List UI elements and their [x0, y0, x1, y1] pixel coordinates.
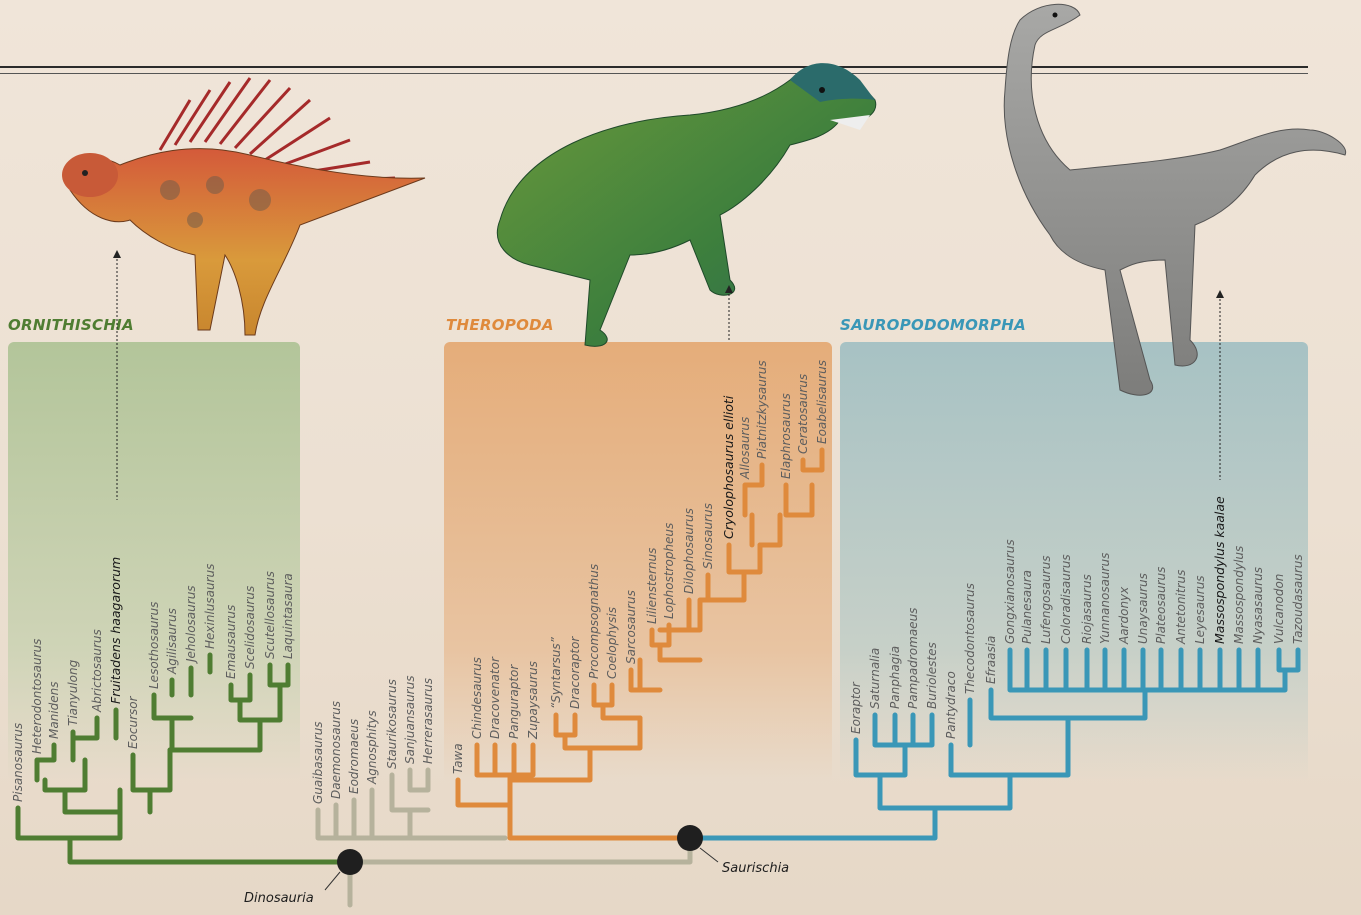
taxon-label: Jeholosaurus: [184, 585, 198, 664]
taxon-label: Sanjuansaurus: [403, 676, 417, 764]
taxon-label: Riojasaurus: [1080, 574, 1094, 644]
taxon-label: Tianyulong: [66, 659, 80, 726]
taxon-label: Antetonitrus: [1174, 570, 1188, 645]
taxon-label: Tawa: [451, 743, 465, 774]
branch: [392, 770, 428, 838]
taxon-label: Plateosaurus: [1154, 567, 1168, 644]
dinosauria-label: Dinosauria: [244, 891, 314, 906]
taxon-label: Pisanosaurus: [11, 723, 25, 802]
taxon-label: Daemonosaurus: [329, 701, 343, 799]
taxon-label: Dilophosaurus: [682, 508, 696, 594]
taxon-label: Eodromaeus: [347, 719, 361, 794]
taxon-label: Yunnanosaurus: [1098, 553, 1112, 644]
taxon-label: Thecodontosaurus: [963, 583, 977, 694]
taxon-label: Ceratosaurus: [796, 374, 810, 454]
taxon-label: Sinosaurus: [701, 503, 715, 569]
taxon-label: Aardonyx: [1117, 586, 1131, 645]
taxon-label: Coloradisaurus: [1059, 554, 1073, 644]
taxon-label: “Syntarsus”: [549, 636, 563, 709]
taxon-label: Hexinlusaurus: [203, 564, 217, 649]
branch: [458, 780, 510, 805]
taxon-label: Lufengosaurus: [1039, 556, 1053, 644]
taxon-label: Agilisaurus: [165, 608, 179, 675]
taxon-label: Laquintasaura: [281, 573, 295, 659]
branch: [350, 838, 690, 905]
branch: [133, 668, 191, 790]
taxon-label: Efraasia: [984, 636, 998, 684]
taxon-label: Procompsognathus: [587, 564, 601, 679]
taxon-label: Buriolestes: [925, 642, 939, 709]
taxon-label: Tazoudasaurus: [1291, 554, 1305, 644]
taxon-label: Zupaysaurus: [526, 661, 540, 740]
branch: [477, 745, 533, 805]
taxon-label: Fruitadens haagarorum: [108, 557, 123, 704]
taxon-label: Abrictosaurus: [90, 629, 104, 713]
branch: [1010, 650, 1298, 690]
taxon-label: Chindesaurus: [470, 657, 484, 739]
taxon-label: Piatnitzkysaurus: [755, 360, 769, 459]
taxon-label: Elaphrosaurus: [779, 393, 793, 479]
taxon-label: Nyasasaurus: [1251, 567, 1265, 644]
dinosauria-node: [337, 849, 363, 875]
branch: [70, 790, 350, 862]
taxon-label: Eoabelisaurus: [815, 360, 829, 444]
taxon-label: Pantydraco: [944, 671, 958, 739]
taxon-label: Massospondylus: [1232, 546, 1246, 644]
taxon-label: Unaysaurus: [1136, 573, 1150, 644]
branch: [856, 715, 932, 775]
taxon-label: Liliensternus: [645, 548, 659, 624]
saurischia-label: Saurischia: [722, 861, 789, 876]
taxon-label: Heterodontosaurus: [30, 639, 44, 754]
taxon-label: Herrerasaurus: [421, 678, 435, 764]
saurischia-node: [677, 825, 703, 851]
taxon-label: Coelophysis: [605, 607, 619, 679]
taxon-label: Dracoraptor: [568, 636, 582, 709]
taxon-label: Massospondylus kaalae: [1212, 496, 1227, 644]
branch: [45, 760, 120, 812]
taxon-label: Pulanesaura: [1020, 570, 1034, 644]
branch: [594, 670, 660, 718]
taxon-label: Scelidosaurus: [243, 586, 257, 669]
taxon-label: Panphagia: [888, 646, 902, 709]
taxon-label: Pampadromaeus: [906, 608, 920, 709]
taxon-label: Agnosphitys: [365, 710, 379, 785]
taxon-label: Lesothosaurus: [147, 602, 161, 689]
taxon-label: Guaibasaurus: [311, 721, 325, 804]
taxon-label: Lophostropheus: [662, 523, 676, 619]
taxon-label: Allosaurus: [738, 417, 752, 480]
taxon-label: Gongxianosaurus: [1003, 539, 1017, 644]
branch: [951, 690, 1145, 775]
taxon-label: Eoraptor: [849, 681, 863, 734]
taxon-label: Eocursor: [126, 695, 140, 749]
taxon-label: Dracovenator: [488, 656, 502, 739]
taxon-label: Staurikosaurus: [385, 679, 399, 769]
taxon-label: Vulcanodon: [1272, 574, 1286, 644]
taxon-label: Scutellosaurus: [263, 571, 277, 659]
taxon-label: Manidens: [47, 681, 61, 739]
taxon-label: Panguraptor: [507, 664, 521, 739]
branch: [690, 718, 1068, 838]
taxon-label: Cryolophosaurus ellioti: [721, 395, 736, 539]
taxon-label: Saturnalia: [868, 648, 882, 709]
taxon-label: Leyesaurus: [1193, 575, 1207, 644]
taxon-label: Emausaurus: [224, 605, 238, 679]
taxon-label: Sarcosaurus: [624, 590, 638, 664]
